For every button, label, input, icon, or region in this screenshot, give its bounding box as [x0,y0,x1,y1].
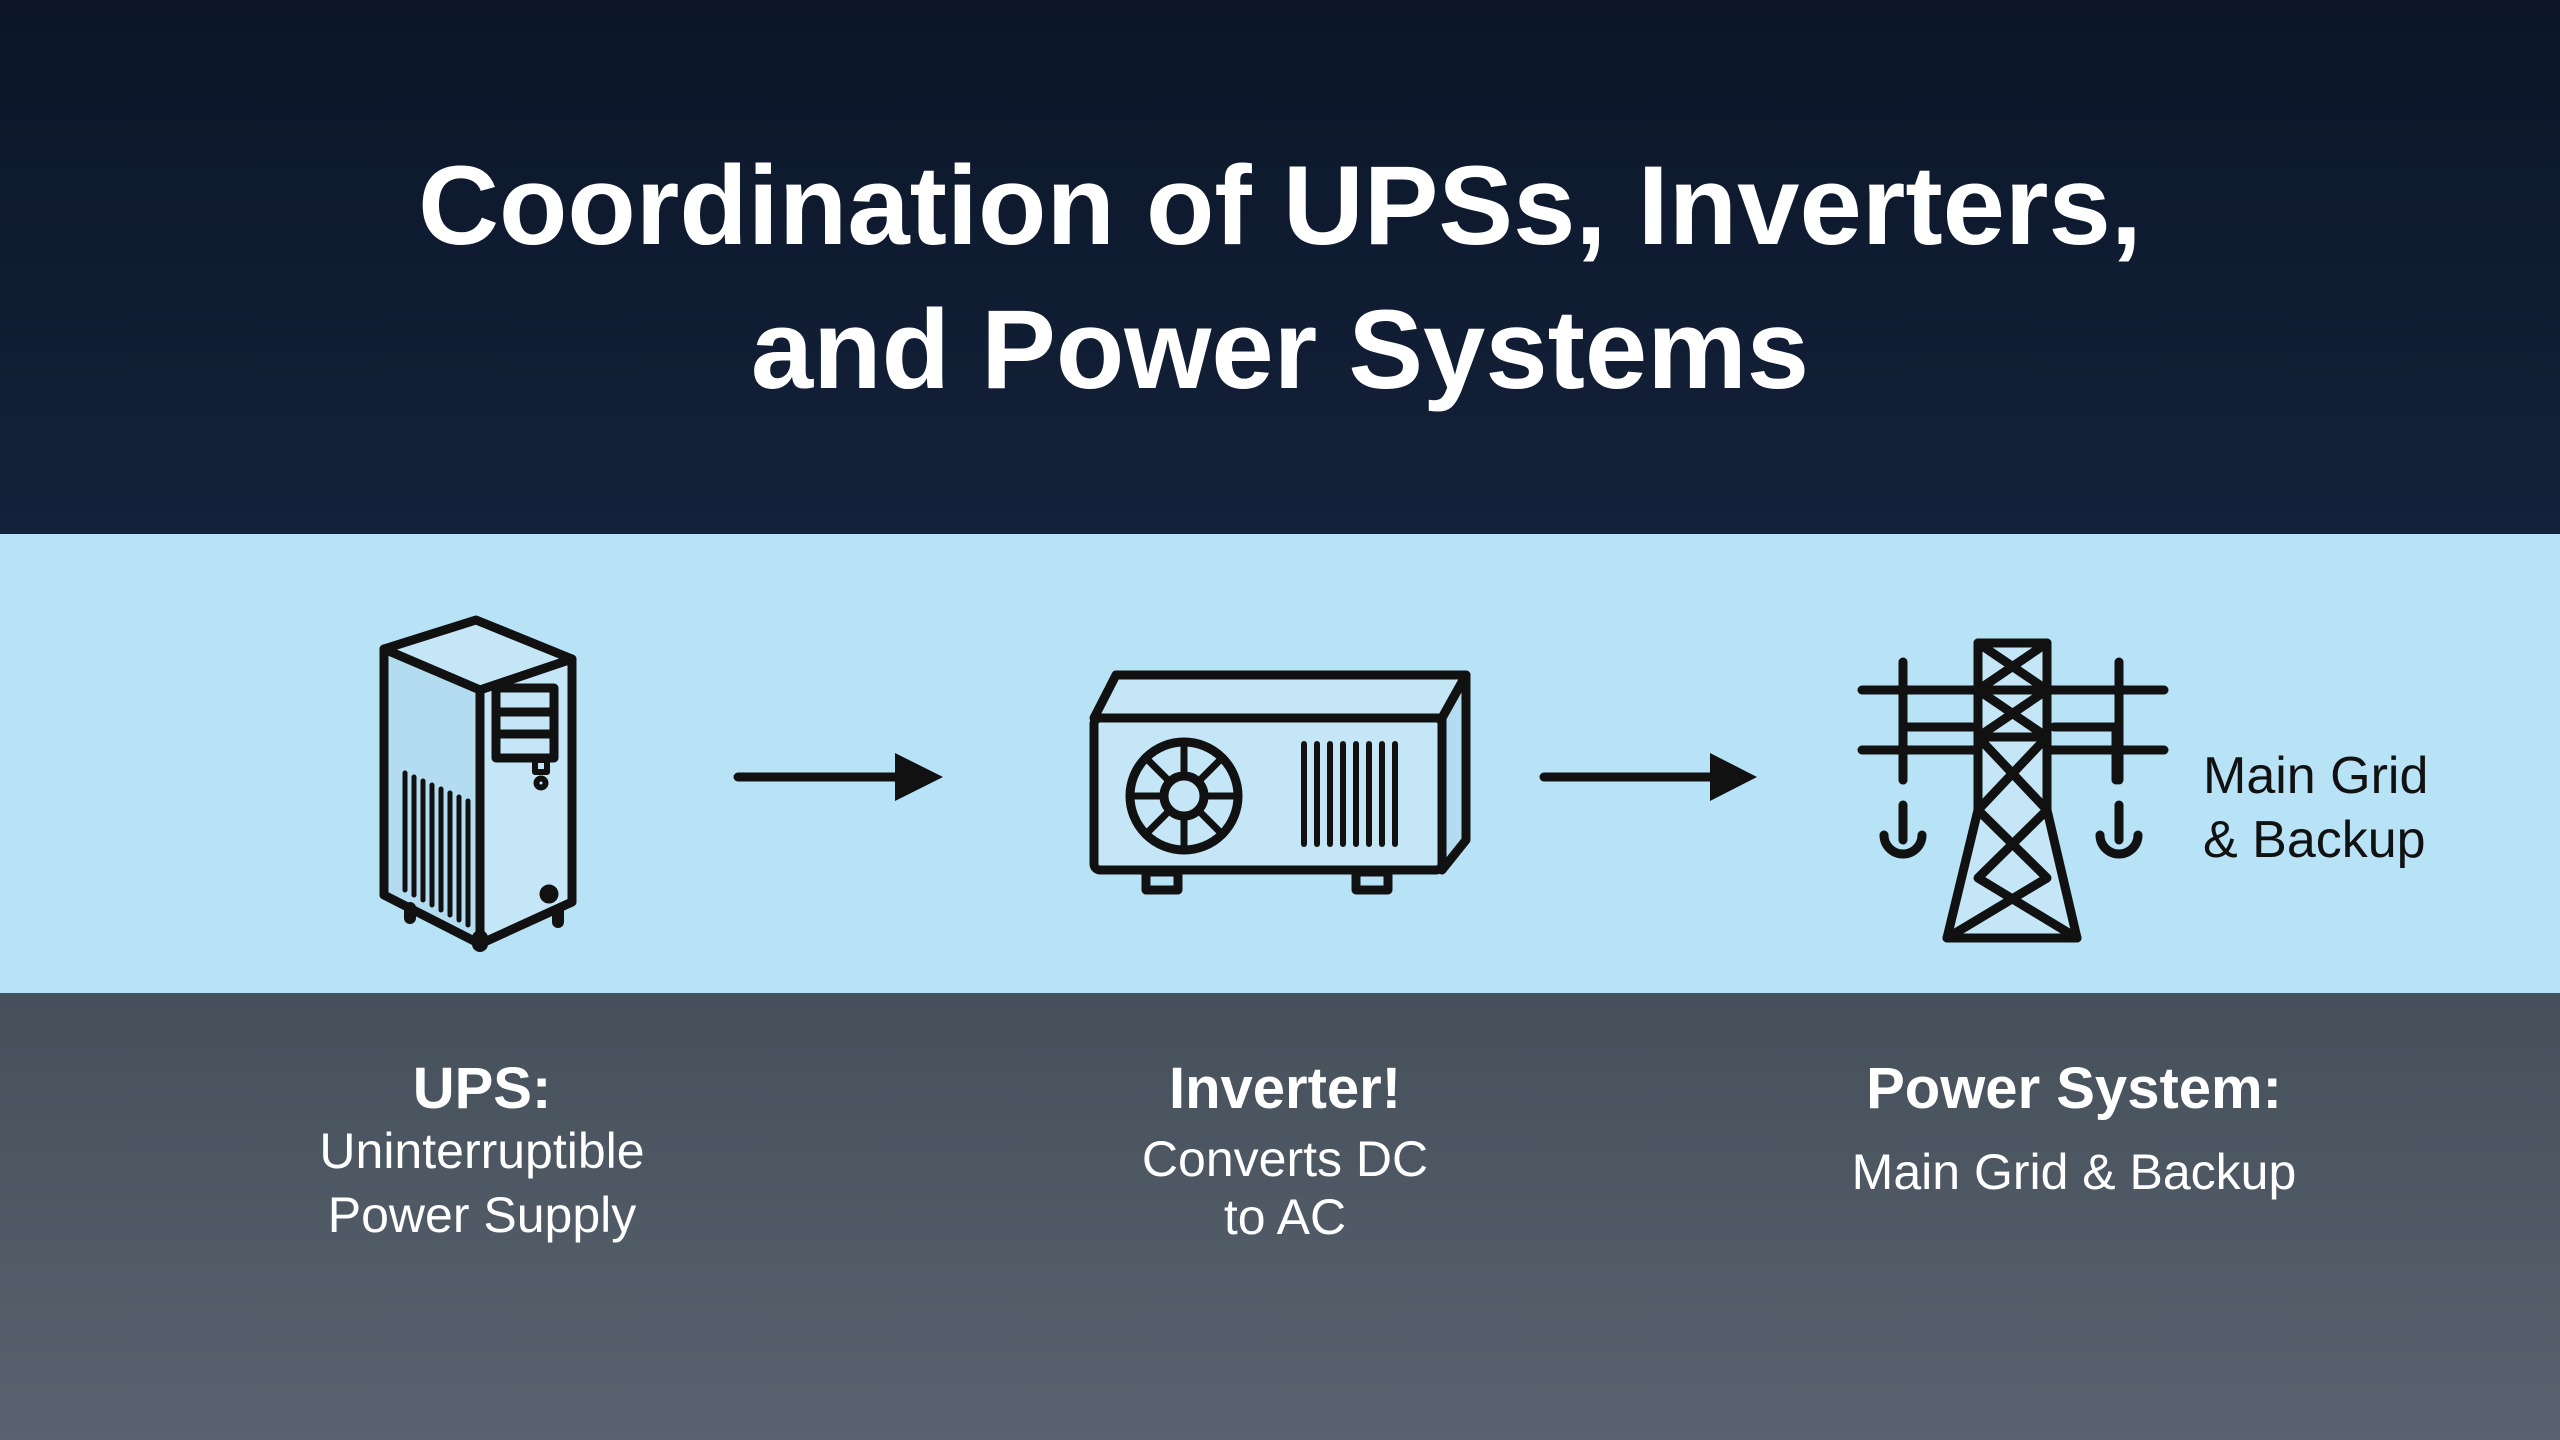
power-tower-icon [1857,638,2169,943]
arrow-right-icon [1539,753,1757,801]
title-band [0,0,2560,534]
ups-desc-line-2: Power Supply [327,1187,637,1243]
power-system-desc: Main Grid & Backup [1851,1144,2297,1200]
title-line-2: and Power Systems [750,287,1810,412]
inverter-unit-icon [1089,670,1471,895]
labels-band [0,993,2560,1440]
inverter-desc-line-2: to AC [1223,1189,1347,1245]
power-system-heading: Power System: [1866,1056,2282,1121]
inverter-desc-line-1: Converts DC [1141,1131,1429,1187]
title-line-1: Coordination of UPSs, Inverters, [418,143,2142,268]
ups-desc-line-1: Uninterruptible [319,1123,645,1179]
ups-cabinet-icon [379,615,577,952]
ups-heading: UPS: [412,1056,552,1121]
grid-side-label-line-2: & Backup [2203,811,2426,869]
arrow-right-icon [733,753,943,801]
grid-side-label-line-1: Main Grid [2203,747,2429,805]
inverter-heading: Inverter! [1168,1056,1402,1121]
